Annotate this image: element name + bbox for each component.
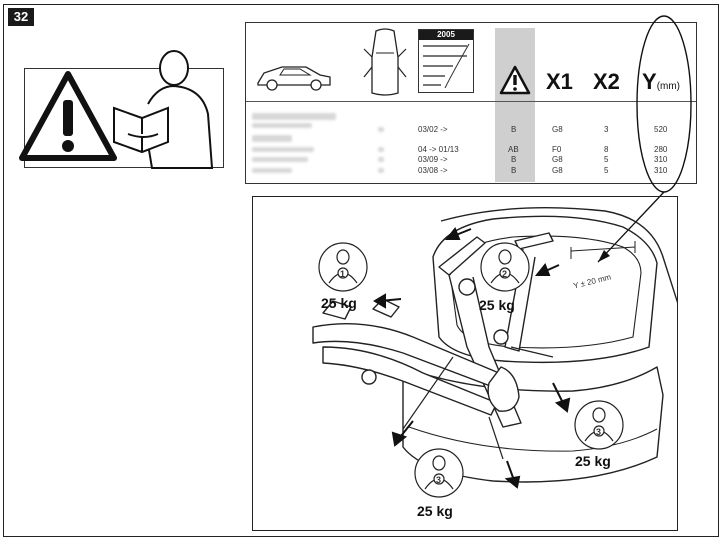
warning-panel — [24, 68, 224, 168]
person-tightening-icon — [480, 242, 530, 292]
warning-triangle-icon — [19, 71, 117, 161]
x2-header: X2 — [593, 69, 620, 94]
warning-small-icon — [499, 65, 531, 95]
row-x1: F0 — [552, 145, 562, 154]
row-date: 03/08 -> — [418, 166, 448, 175]
table-header-separator — [246, 101, 696, 102]
calendar-grid-icon — [423, 43, 470, 89]
vehicle-name-blur — [252, 135, 292, 142]
strap-number: 3 — [596, 427, 602, 437]
step-number-badge: 32 — [8, 8, 34, 26]
row-date: 04 -> 01/13 — [418, 145, 459, 154]
row-x2: 5 — [604, 166, 609, 175]
vehicle-name-blur — [252, 147, 314, 152]
row-type: B — [511, 166, 517, 175]
y-header: Y(mm) — [642, 69, 680, 95]
weight-label: 25 kg — [321, 295, 357, 311]
weight-label: 25 kg — [417, 503, 453, 519]
person-tightening-icon — [414, 448, 464, 498]
row-y: 310 — [654, 155, 668, 164]
vehicle-name-blur — [378, 127, 384, 132]
row-type: AB — [508, 145, 519, 154]
calendar-year: 2005 — [419, 30, 473, 40]
row-date: 03/09 -> — [418, 155, 448, 164]
row-type: B — [511, 155, 517, 164]
car-side-icon — [257, 66, 331, 91]
car-top-icon — [363, 28, 407, 96]
vehicle-name-blur — [378, 157, 384, 162]
instruction-frame — [3, 4, 719, 537]
vehicle-name-blur — [252, 168, 292, 173]
row-x1: G8 — [552, 125, 563, 134]
row-y: 520 — [654, 125, 668, 134]
strap-number: 2 — [502, 269, 508, 279]
person-tightening-icon — [574, 400, 624, 450]
row-date: 03/02 -> — [418, 125, 448, 134]
weight-label: 25 kg — [575, 453, 611, 469]
row-x1: G8 — [552, 155, 563, 164]
strap-number: 1 — [340, 269, 346, 279]
type-column-shade — [495, 28, 535, 182]
vehicle-name-blur — [378, 168, 384, 173]
row-x2: 3 — [604, 125, 609, 134]
car-rear-with-rack-drawing — [312, 206, 677, 498]
y-header-unit: (mm) — [656, 81, 681, 92]
vehicle-name-blur — [252, 157, 308, 162]
row-x1: G8 — [552, 166, 563, 175]
vehicle-name-blur — [252, 123, 312, 128]
row-y: 310 — [654, 166, 668, 175]
calendar-icon: 2005 — [418, 29, 474, 93]
bike-rack-diagram: Y ± 20 mm 25 kg 25 kg 25 kg 25 kg 1 2 3 … — [252, 196, 678, 531]
row-x2: 5 — [604, 155, 609, 164]
y-header-label: Y — [642, 69, 657, 94]
vehicle-fit-table: 2005 X1 X2 Y(mm) 03/02 -> B G8 3 520 04 … — [245, 22, 697, 184]
x1-header: X1 — [546, 69, 573, 94]
reading-manual-icon — [113, 50, 214, 169]
strap-number: 3 — [436, 475, 442, 485]
row-x2: 8 — [604, 145, 609, 154]
weight-label: 25 kg — [479, 297, 515, 313]
row-type: B — [511, 125, 517, 134]
vehicle-name-blur — [378, 147, 384, 152]
row-y: 280 — [654, 145, 668, 154]
vehicle-name-blur — [252, 113, 336, 120]
person-tightening-icon — [318, 242, 368, 292]
